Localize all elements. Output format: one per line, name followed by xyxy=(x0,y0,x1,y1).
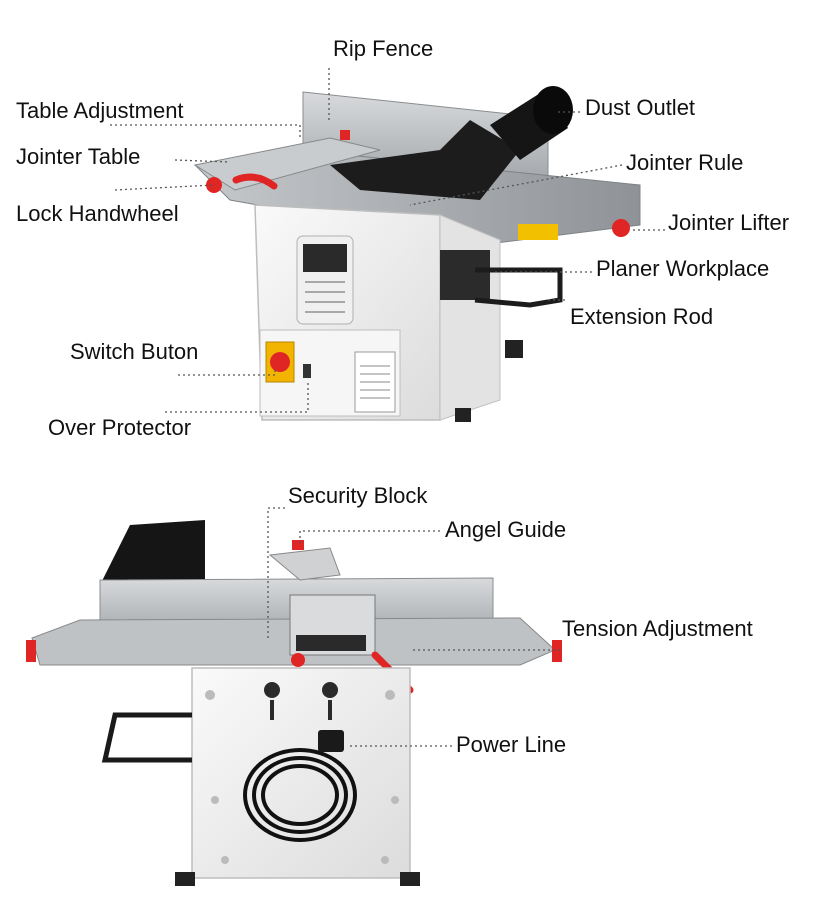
bottom-extension-rod xyxy=(101,712,192,763)
label-table-adjustment: Table Adjustment xyxy=(16,98,184,123)
power-cord xyxy=(243,748,357,842)
angle-guide xyxy=(268,547,341,581)
lock-knob xyxy=(206,177,222,193)
top-machine xyxy=(193,86,641,422)
label-planer-workplace: Planer Workplace xyxy=(596,256,770,281)
bottom-leader-lines xyxy=(267,507,560,747)
label-tension-adjustment: Tension Adjustment xyxy=(562,616,753,641)
bottom-dust-hood xyxy=(100,520,205,585)
jointer-lifter-knob xyxy=(612,219,630,237)
label-extension-rod: Extension Rod xyxy=(570,304,714,329)
table-adjust-handle xyxy=(340,130,350,140)
label-lock-handwheel: Lock Handwheel xyxy=(16,201,179,226)
label-over-protector: Over Protector xyxy=(48,415,192,440)
planer-opening xyxy=(440,250,490,300)
lock-handwheel xyxy=(232,173,278,190)
machine-side xyxy=(439,214,501,421)
arrow-sticker xyxy=(518,224,558,240)
over-protector xyxy=(303,364,311,378)
top-leader-lines xyxy=(110,68,665,413)
label-jointer-rule: Jointer Rule xyxy=(626,150,744,175)
label-angel-guide: Angel Guide xyxy=(445,517,567,542)
label-jointer-table: Jointer Table xyxy=(16,144,141,169)
label-switch-buton: Switch Buton xyxy=(70,339,199,364)
label-dust-outlet: Dust Outlet xyxy=(585,95,696,120)
bottom-body xyxy=(191,667,411,879)
label-security-block: Security Block xyxy=(288,483,428,508)
label-jointer-lifter: Jointer Lifter xyxy=(668,210,790,235)
dust-hood xyxy=(330,120,520,200)
label-rip-fence: Rip Fence xyxy=(333,36,434,61)
label-power-line: Power Line xyxy=(456,732,567,757)
bottom-machine xyxy=(26,520,562,886)
